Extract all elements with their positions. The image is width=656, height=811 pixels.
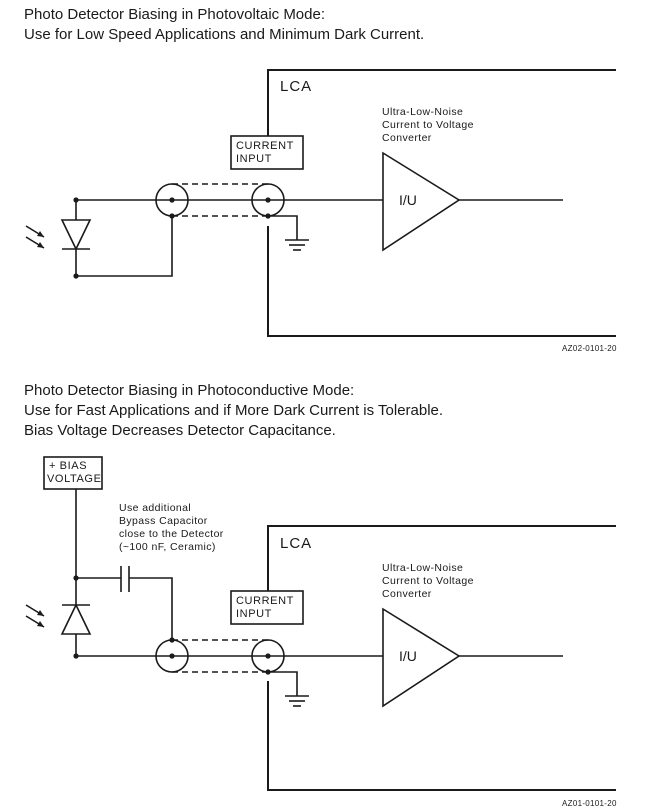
pv-converter-line1: Ultra-Low-Noise: [382, 106, 463, 118]
pc-heading-line1: Photo Detector Biasing in Photoconductiv…: [24, 382, 355, 399]
pc-converter-line1: Ultra-Low-Noise: [382, 562, 463, 574]
pc-cap-note-line2: Bypass Capacitor: [119, 515, 208, 527]
pv-heading-line2: Use for Low Speed Applications and Minim…: [24, 26, 425, 43]
pc-current-input-box: [230, 590, 304, 625]
pc-cap-note-line1: Use additional: [119, 502, 191, 514]
pv-photodiode: [60, 197, 92, 279]
pc-converter-line3: Converter: [382, 588, 432, 600]
pv-current-input-line1: CURRENT: [236, 140, 294, 152]
pc-circuit: + BIAS VOLTAGE Use additional Bypass Cap…: [25, 456, 617, 808]
pc-photodiode: [60, 578, 92, 659]
pc-lca-box-bottom: [267, 681, 616, 791]
pv-amplifier: [382, 151, 461, 252]
pc-current-input-line1: CURRENT: [236, 595, 294, 607]
pc-light-arrows-icon: [25, 604, 45, 628]
pv-converter-line2: Current to Voltage: [382, 119, 474, 131]
pc-heading-line2: Use for Fast Applications and if More Da…: [24, 402, 444, 419]
pv-ground-icon: [268, 215, 309, 251]
pv-circuit: LCA Ultra-Low-Noise Current to Voltage C…: [25, 69, 617, 353]
pv-light-arrows-icon: [25, 225, 45, 249]
pc-amplifier: [382, 607, 461, 708]
pv-lca-box-bottom: [267, 226, 616, 337]
pc-current-input-line2: INPUT: [236, 608, 272, 620]
pc-heading-line3: Bias Voltage Decreases Detector Capacita…: [24, 422, 336, 439]
pc-cap-note-line4: (~100 nF, Ceramic): [119, 541, 216, 553]
pc-drawing-code: AZ01-0101-20: [562, 799, 617, 808]
pc-converter-line2: Current to Voltage: [382, 575, 474, 587]
pc-bypass-capacitor: [76, 566, 173, 640]
pv-current-input-box: [230, 135, 304, 170]
pc-ground-icon: [268, 671, 309, 707]
pc-heading: Photo Detector Biasing in Photoconductiv…: [24, 381, 443, 441]
pv-return-wire: [76, 216, 173, 277]
pc-bias-line2: VOLTAGE: [47, 473, 102, 485]
pc-cap-note-line3: close to the Detector: [119, 528, 224, 540]
pv-drawing-code: AZ02-0101-20: [562, 344, 617, 353]
pv-converter-line3: Converter: [382, 132, 432, 144]
pc-amp-label: I/U: [399, 648, 417, 664]
pv-amp-label: I/U: [399, 192, 417, 208]
pc-lca-label: LCA: [280, 535, 312, 552]
pc-bias-voltage-box: [43, 456, 103, 490]
pv-lca-label: LCA: [280, 78, 312, 95]
pv-coax-cable: [155, 183, 285, 219]
pc-bias-line1: + BIAS: [49, 460, 87, 472]
pv-lca-box-top: [267, 69, 616, 136]
pv-heading-line1: Photo Detector Biasing in Photovoltaic M…: [24, 6, 326, 23]
pc-lca-box-top: [267, 525, 616, 591]
pv-heading: Photo Detector Biasing in Photovoltaic M…: [24, 5, 424, 45]
pv-current-input-line2: INPUT: [236, 153, 272, 165]
pc-coax-cable: [155, 637, 285, 675]
